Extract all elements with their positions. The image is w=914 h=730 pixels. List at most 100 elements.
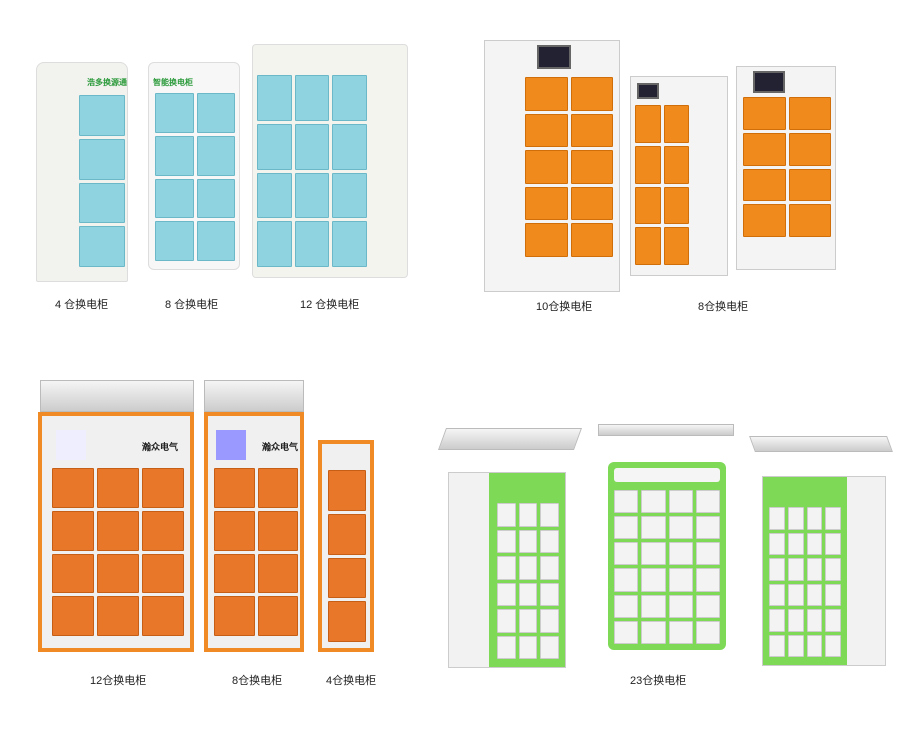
locker-door xyxy=(142,596,184,636)
cabinet-8-bay-front xyxy=(736,66,836,270)
locker-door xyxy=(787,532,804,555)
door-grid xyxy=(214,468,298,636)
locker-door xyxy=(540,609,559,633)
caption-12-bay: 12 仓换电柜 xyxy=(300,299,360,311)
locker-door xyxy=(525,113,568,148)
locker-door xyxy=(332,172,367,219)
locker-door xyxy=(668,620,693,644)
locker-door xyxy=(806,609,823,632)
cabinet-23-bay-angle xyxy=(762,476,886,666)
locker-door xyxy=(294,75,330,121)
locker-door xyxy=(257,468,298,508)
cabinet-4-bay-orange xyxy=(318,440,374,652)
locker-door xyxy=(257,553,298,594)
locker-door xyxy=(142,510,184,551)
touch-screen xyxy=(537,45,571,69)
caption-8-bay-orange-2: 8仓换电柜 xyxy=(232,675,283,687)
locker-door xyxy=(769,558,785,581)
locker-door xyxy=(257,123,292,170)
locker-door xyxy=(525,77,568,111)
locker-door xyxy=(525,223,568,257)
locker-door xyxy=(787,558,804,581)
door-grid xyxy=(328,470,366,642)
locker-door xyxy=(663,105,689,143)
locker-door xyxy=(214,468,255,508)
locker-door xyxy=(497,529,516,553)
locker-door xyxy=(155,135,194,176)
locker-door xyxy=(525,150,568,184)
locker-door xyxy=(825,532,841,555)
locker-door xyxy=(79,95,125,136)
locker-door xyxy=(787,507,804,530)
locker-door xyxy=(769,609,785,632)
locker-door xyxy=(668,516,693,540)
caption-10-bay: 10仓换电柜 xyxy=(536,301,593,313)
locker-door xyxy=(787,583,804,606)
locker-door xyxy=(328,601,366,642)
locker-door xyxy=(769,532,785,555)
cabinet-12-bay-orange: 瀚众电气 xyxy=(38,412,194,652)
locker-door xyxy=(614,594,639,618)
locker-door xyxy=(142,553,184,594)
locker-door xyxy=(806,558,823,581)
locker-door xyxy=(788,168,831,202)
locker-door xyxy=(52,596,94,636)
locker-door xyxy=(663,145,689,184)
locker-door xyxy=(518,503,538,527)
locker-door xyxy=(668,490,693,514)
panel-text: 智能换电柜 xyxy=(153,78,193,87)
locker-door xyxy=(540,529,559,553)
locker-door xyxy=(540,582,559,606)
canopy xyxy=(749,436,893,452)
locker-door xyxy=(806,532,823,555)
door-grid xyxy=(52,468,184,636)
cabinet-8-bay-orange-2: 瀚众电气 xyxy=(204,412,304,652)
locker-door xyxy=(743,168,786,202)
brand-logo: 瀚众电气 xyxy=(142,442,179,452)
locker-door xyxy=(570,113,613,148)
locker-door xyxy=(497,503,516,527)
locker-door xyxy=(497,556,516,580)
locker-door xyxy=(668,568,693,592)
canopy xyxy=(204,380,304,412)
locker-door xyxy=(328,557,366,599)
caption-23-bay: 23仓换电柜 xyxy=(630,675,687,687)
locker-door xyxy=(668,542,693,566)
canopy xyxy=(437,428,583,450)
locker-door xyxy=(769,583,785,606)
locker-door xyxy=(257,172,292,219)
locker-door xyxy=(641,516,666,540)
locker-door xyxy=(635,145,661,184)
locker-door xyxy=(52,553,94,594)
locker-door xyxy=(52,468,94,508)
cabinet-23-bay-side xyxy=(448,472,566,668)
caption-12-bay-orange: 12仓换电柜 xyxy=(90,675,147,687)
locker-door xyxy=(788,97,831,130)
locker-door xyxy=(825,558,841,581)
locker-door xyxy=(635,105,661,143)
screen-panel xyxy=(56,430,86,460)
caption-4-bay-orange: 4仓换电柜 xyxy=(326,675,377,687)
locker-door xyxy=(155,221,194,261)
locker-door xyxy=(332,221,367,267)
locker-door xyxy=(570,223,613,257)
door-grid xyxy=(155,93,235,261)
locker-door xyxy=(294,123,330,170)
locker-door xyxy=(788,204,831,237)
locker-door xyxy=(497,609,516,633)
locker-door xyxy=(97,510,139,551)
caption-8-bay-orange: 8仓换电柜 xyxy=(698,301,749,313)
door-grid xyxy=(79,95,125,267)
locker-door xyxy=(825,609,841,632)
locker-door xyxy=(497,635,516,659)
touch-screen xyxy=(753,71,785,93)
locker-door xyxy=(769,507,785,530)
locker-door xyxy=(641,594,666,618)
locker-door xyxy=(540,503,559,527)
locker-door xyxy=(663,186,689,225)
canopy xyxy=(598,424,734,436)
locker-door xyxy=(518,529,538,553)
locker-door xyxy=(540,556,559,580)
locker-door xyxy=(328,470,366,511)
locker-door xyxy=(695,568,720,592)
